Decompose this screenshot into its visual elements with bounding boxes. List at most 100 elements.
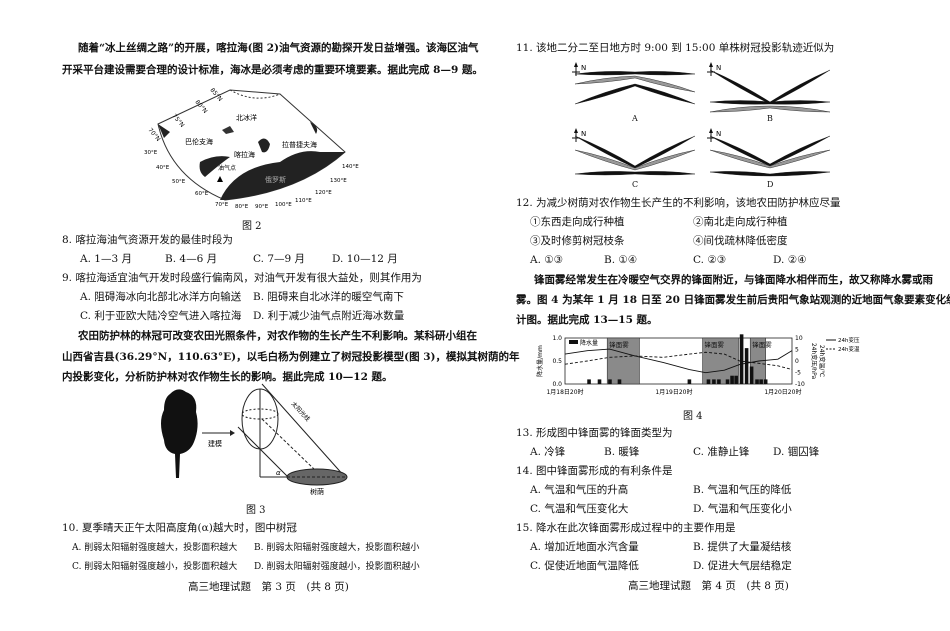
q9-option-b[interactable]: B. 阻碍来自北冰洋的暖空气南下 — [253, 291, 404, 303]
q13-option-c[interactable]: C. 准静止锋 — [693, 446, 750, 458]
q11-option-label: B — [767, 114, 773, 123]
q11-option-label: A — [632, 114, 638, 123]
x-tick-label: 1月20日20时 — [764, 388, 801, 396]
q11-option-figure-d[interactable]: N — [705, 128, 835, 190]
q8-option-b[interactable]: B. 4—6 月 — [165, 253, 218, 265]
figure-2-map: 85°N 80°N 75°N 70°N 北冰洋 巴伦支海 喀拉海 拉普捷夫海 油… — [144, 87, 359, 210]
precip-bar — [587, 379, 591, 384]
lon-140: 140°E — [342, 164, 359, 170]
q15-option-a[interactable]: A. 增加近地面水汽含量 — [530, 541, 639, 553]
q8-option-c[interactable]: C. 7—9 月 — [253, 253, 306, 265]
q9-option-a[interactable]: A. 阻碍海冰向北部北冰洋方向输送 — [80, 291, 242, 303]
q10-option-b[interactable]: B. 削弱太阳辐射强度越大，投影面积越小 — [254, 543, 420, 553]
q8-option-a[interactable]: A. 1—3 月 — [80, 253, 132, 265]
q13-option-b[interactable]: B. 暖锋 — [604, 446, 640, 458]
q12-option-b[interactable]: B. ①④ — [604, 254, 638, 266]
q12-stem: 12. 为减少树荫对农作物生长产生的不利影响，该地农田防护林应尽量 — [516, 197, 841, 209]
figure-3-caption: 图 3 — [246, 505, 266, 516]
plot-frame — [564, 337, 793, 385]
precip-bar — [706, 379, 711, 384]
shadow-track — [709, 100, 831, 105]
lon-110: 110°E — [295, 198, 312, 204]
lon-120: 120°E — [315, 190, 332, 196]
shadow-track — [709, 105, 831, 113]
q13-option-d[interactable]: D. 锢囚锋 — [773, 446, 820, 458]
shadow-track — [574, 171, 696, 176]
q14-option-b[interactable]: B. 气温和气压的降低 — [693, 484, 792, 496]
q11-option-figure-b[interactable]: N — [705, 62, 835, 124]
y-right-tick: 0 — [795, 358, 799, 365]
lon-130: 130°E — [330, 178, 347, 184]
q11-option-label: C — [632, 180, 639, 189]
north-label: N — [581, 64, 586, 72]
precip-bar — [749, 366, 754, 384]
lon-30: 30°E — [144, 150, 158, 156]
shade-label: 树荫 — [310, 487, 324, 496]
precip-bar — [759, 379, 763, 384]
intro-13-15-line2: 雾。图 4 为某年 1 月 18 日至 20 日锋面雾发生前后贵阳气象站观测的近… — [516, 294, 950, 306]
q10-option-a[interactable]: A. 削弱太阳辐射强度越大，投影面积越大 — [72, 543, 238, 553]
q15-option-b[interactable]: B. 提供了大量凝结核 — [693, 541, 792, 553]
q12-option-d[interactable]: D. ②④ — [773, 254, 807, 266]
q13-option-a[interactable]: A. 冷锋 — [530, 446, 566, 458]
q11-option-figure-a[interactable]: N — [570, 62, 700, 124]
q11-option-label: D — [767, 180, 774, 189]
q8-option-d[interactable]: D. 10—12 月 — [332, 253, 398, 265]
q9-option-d[interactable]: D. 利于减少油气点附近海冰数量 — [253, 310, 405, 322]
label-oil-point: 油气点 — [218, 164, 236, 172]
q10-option-c[interactable]: C. 削弱太阳辐射强度越小，投影面积越大 — [72, 562, 238, 572]
shadow-track — [709, 171, 831, 177]
pressure-change-line — [564, 348, 793, 374]
y-right-tick: 5 — [795, 347, 799, 354]
q12-item-1: ①东西走向成行种植 — [530, 216, 625, 228]
lon-50: 50°E — [172, 179, 186, 185]
q10-option-d[interactable]: D. 削弱太阳辐射强度越小，投影面积越小 — [254, 562, 420, 572]
fog-period-label: 锋面雾 — [752, 340, 772, 349]
fog-period-label: 锋面雾 — [609, 340, 629, 349]
precip-bar — [739, 334, 744, 384]
q10-stem: 10. 夏季晴天正午太阳高度角(α)越大时，图中树冠 — [62, 522, 297, 534]
figure-3-tree-model: 建模 太阳光线 α 树荫 — [161, 383, 348, 496]
q14-option-c[interactable]: C. 气温和气压变化大 — [530, 503, 629, 515]
q11-stem: 11. 该地二分二至日地方时 9:00 到 15:00 单株树冠投影轨迹近似为 — [516, 42, 835, 54]
alpha-label: α — [276, 469, 281, 477]
y-right-label: 24h变温/℃ — [818, 345, 826, 377]
label-laptev-sea: 拉普捷夫海 — [282, 140, 317, 149]
intro-8-9-line2: 开采平台建设需要合理的设计标准，海冰是必须考虑的重要环境要素。据此完成 8—9 … — [62, 64, 483, 76]
q12-option-a[interactable]: A. ①③ — [530, 254, 564, 266]
q15-option-c[interactable]: C. 促使近地面气温降低 — [530, 560, 639, 572]
precip-bar — [712, 379, 716, 384]
y-left-label: 降水量/mm — [536, 345, 544, 377]
q14-stem: 14. 图中锋面雾形成的有利条件是 — [516, 465, 673, 477]
label-kara-sea: 喀拉海 — [234, 150, 255, 159]
precip-bar — [725, 379, 730, 384]
north-label: N — [716, 130, 721, 138]
q9-option-c[interactable]: C. 利于亚欧大陆冷空气进入喀拉海 — [80, 310, 242, 322]
q13-stem: 13. 形成图中锋面雾的锋面类型为 — [516, 427, 673, 439]
y-left-tick: 0.5 — [552, 358, 562, 365]
precip-bar — [744, 348, 749, 384]
tree-icon — [161, 389, 198, 478]
intro-13-15-line1: 锋面雾经常发生在冷暖空气交界的锋面附近，与锋面降水相伴而生，故又称降水雾或雨 — [534, 274, 933, 286]
model-arrow-label: 建模 — [208, 439, 222, 448]
north-label: N — [716, 64, 721, 72]
shadow-track — [574, 71, 696, 76]
q12-item-2: ②南北走向成行种植 — [693, 216, 788, 228]
fog-period-0 — [606, 337, 640, 385]
q12-item-4: ④间伐疏林降低密度 — [693, 235, 788, 247]
q15-option-d[interactable]: D. 促进大气层结稳定 — [693, 560, 792, 572]
q12-option-c[interactable]: C. ②③ — [693, 254, 727, 266]
y-right-tick: -5 — [795, 370, 801, 377]
q11-option-figure-c[interactable]: N — [570, 128, 700, 190]
temp-change-line — [564, 351, 793, 370]
q14-option-d[interactable]: D. 气温和气压变化小 — [693, 503, 792, 515]
intro-8-9-line1: 随着“冰上丝绸之路”的开展，喀拉海(图 2)油气资源的勘探开发日益增强。该海区油… — [78, 42, 479, 54]
shadow-track — [709, 69, 831, 105]
q14-option-a[interactable]: A. 气温和气压的升高 — [530, 484, 629, 496]
page-3-footer: 高三地理试题 第 3 页 (共 8 页) — [188, 581, 349, 593]
legend-precip-swatch — [569, 340, 578, 344]
y-left-tick: 0.0 — [552, 381, 562, 388]
q9-stem: 9. 喀拉海适宜油气开发时段盛行偏南风，对油气开发有很大益处，则其作用为 — [62, 272, 422, 284]
legend-temp: 24h变温 — [838, 345, 860, 353]
